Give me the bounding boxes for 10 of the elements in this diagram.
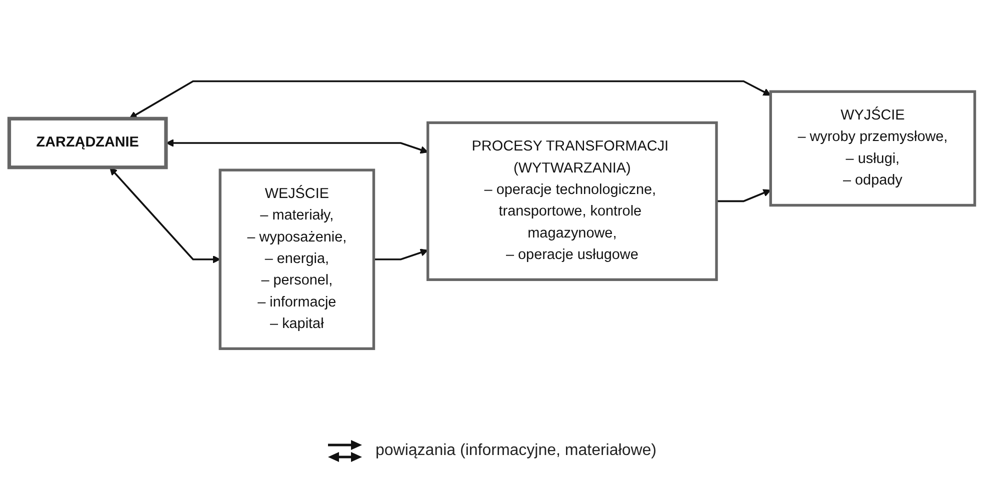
node-box: PROCESY TRANSFORMACJI (WYTWARZANIA) – operacje technologiczne, transportowe, kontrole magazynowe, – operacje usługowe xyxy=(426,121,718,282)
arrow xyxy=(716,189,771,202)
node-box: WYJŚCIE – wyroby przemysłowe, – usługi, – odpady xyxy=(769,90,976,207)
arrow xyxy=(129,80,771,119)
node-box: ZARZĄDZANIE xyxy=(7,116,168,170)
arrow xyxy=(110,167,220,264)
legend-text: powiązania (informacyjne, materiałowe) xyxy=(375,442,656,460)
arrow xyxy=(374,248,428,260)
arrow xyxy=(166,139,428,154)
node-box: WEJŚCIE – materiały, – wyposażenie, – energia, – personel, – informacje – kapitał xyxy=(218,168,376,350)
